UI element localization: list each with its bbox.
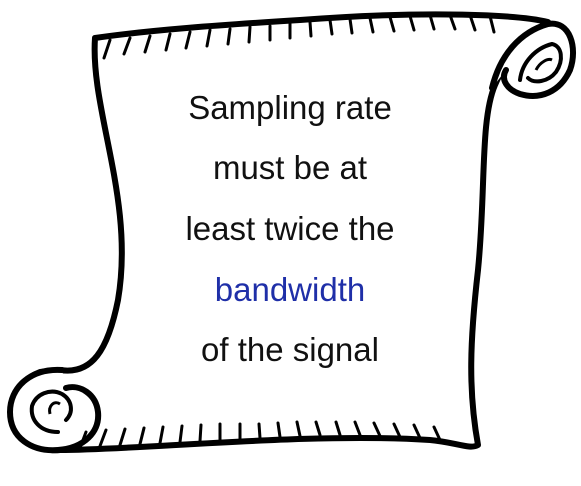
- top-edge-shading: [102, 13, 496, 60]
- scroll-outline: [10, 11, 551, 454]
- bottom-left-curl: [6, 366, 102, 454]
- scroll-text-line-3: least twice the: [185, 210, 395, 247]
- scroll-text-line-1: Sampling rate: [188, 89, 392, 126]
- scroll-text-line-2: must be at: [212, 149, 368, 186]
- top-right-curl: [489, 20, 576, 99]
- scroll-text-highlight-bandwidth: bandwidth: [214, 271, 366, 308]
- scroll-text-line-5: of the signal: [201, 331, 379, 368]
- bottom-edge-shading: [78, 420, 442, 450]
